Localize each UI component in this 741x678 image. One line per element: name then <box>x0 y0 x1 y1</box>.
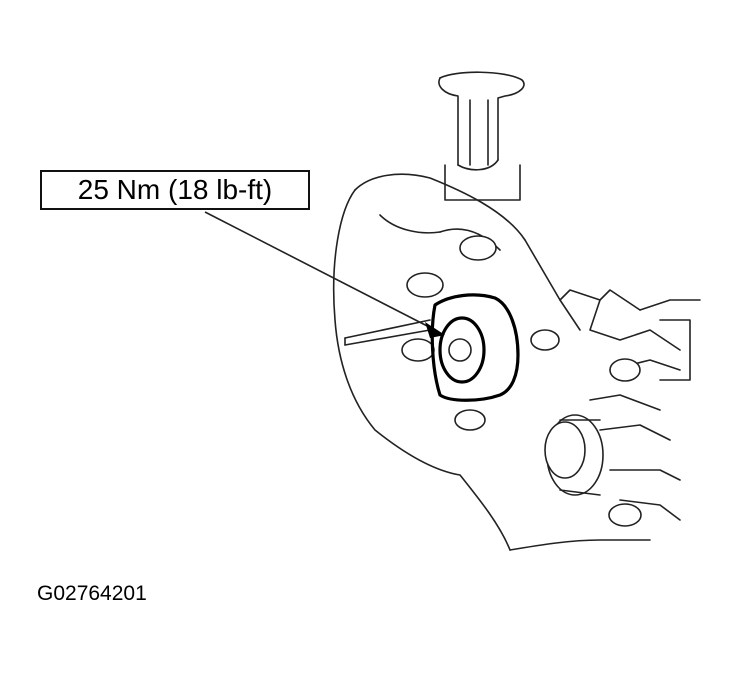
right-side-assembly <box>559 289 701 527</box>
figure-id-label: G02764201 <box>37 582 147 605</box>
upper-mount <box>438 71 525 201</box>
main-housing <box>332 173 651 551</box>
torque-target-bolt <box>430 293 520 402</box>
callout-leader-line <box>204 211 445 338</box>
bolt-bosses <box>344 235 560 431</box>
torque-spec-callout: 25 Nm (18 lb-ft) <box>40 170 310 210</box>
lower-pulley <box>544 414 604 496</box>
torque-spec-label: 25 Nm (18 lb-ft) <box>77 174 273 205</box>
